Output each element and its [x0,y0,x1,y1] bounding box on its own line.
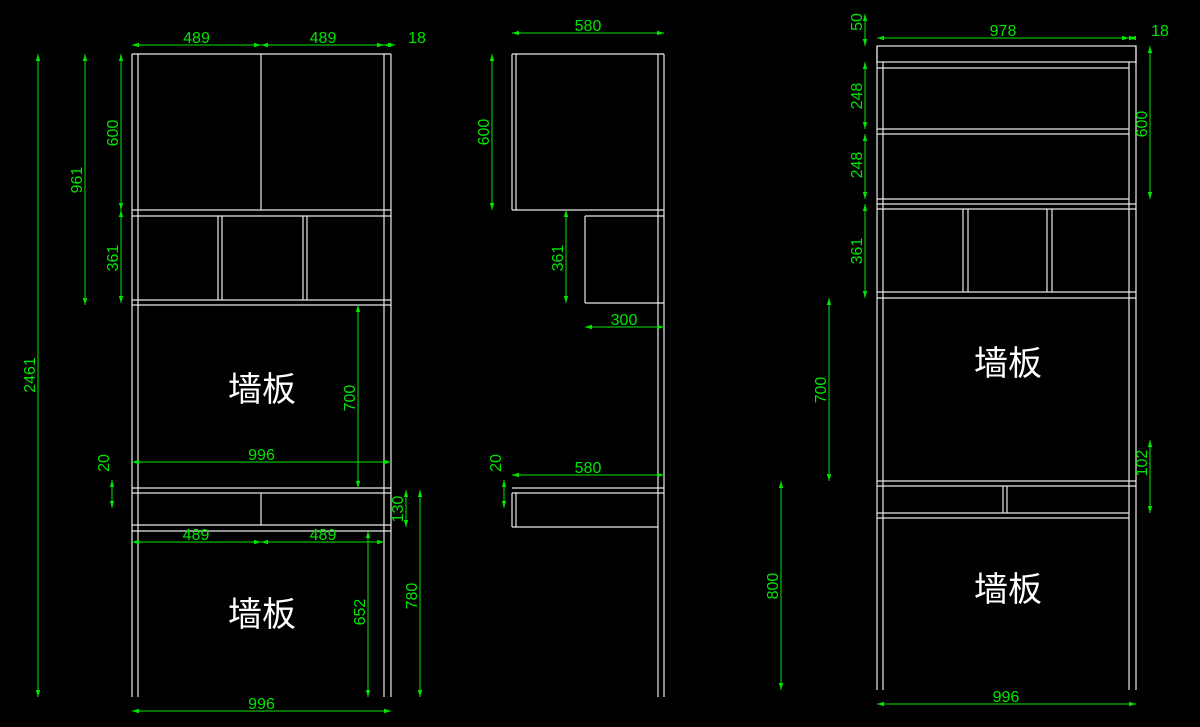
side-shelf-height: 361 [550,210,569,303]
back-side-thickness-label: 18 [1151,23,1169,40]
back-wall-panel-label-lower: 墙板 [974,570,1042,610]
front-total-height: 2461 [22,54,41,697]
side-desk-depth: 580 [512,460,664,478]
front-top-width-right-label: 489 [310,30,337,47]
front-top-width-right: 489 [261,30,384,48]
front-desk-height: 780 [404,490,423,697]
front-desk-top-thickness: 20 [96,454,115,508]
front-drawer-width-left: 489 [132,527,261,545]
side-desk-top-thickness: 20 [488,454,507,508]
side-shelf-depth: 300 [585,312,664,330]
dimension-lines: 489 489 18 600 961 361 2461 700 996 20 130 489 489 65… [22,13,1169,714]
back-top-width-label: 978 [990,23,1017,40]
front-upper-total-height: 961 [69,54,88,305]
front-open-shelf-height: 361 [105,210,124,303]
side-desk-depth-label: 580 [575,460,602,477]
front-desk-width-label: 996 [248,447,275,464]
front-side-thickness: 18 [384,30,426,48]
front-bottom-width-label: 996 [248,696,275,713]
side-structure [511,53,665,697]
front-open-shelf-height-label: 361 [105,245,122,272]
side-upper-height-label: 600 [476,119,493,146]
back-wall-panel-height-label: 700 [813,377,830,404]
back-bottom-width-label: 996 [993,689,1020,706]
back-shelf-upper-label: 248 [849,83,866,110]
front-drawer-width-right: 489 [261,527,384,545]
front-top-width-left: 489 [132,30,261,48]
back-shelf-lower-label: 248 [849,152,866,179]
front-drawer-height-label: 130 [390,496,407,523]
front-side-thickness-label: 18 [408,30,426,47]
front-bottom-width: 996 [132,696,391,714]
side-upper-height: 600 [476,54,495,210]
back-upper-height: 600 [1134,46,1153,199]
back-side-thickness: 18 [1129,23,1169,41]
front-desk-width: 996 [132,447,391,465]
side-top-depth: 580 [512,18,664,36]
front-drawer-width-right-label: 489 [310,527,337,544]
back-structure [876,45,1137,690]
side-shelf-depth-label: 300 [611,312,638,329]
back-top-thickness-label: 50 [849,13,866,31]
back-desk-height: 800 [765,481,784,690]
side-top-depth-label: 580 [575,18,602,35]
side-view [511,53,665,697]
front-upper-door-height: 600 [105,54,124,210]
back-shelf-upper: 248 [849,62,868,129]
side-desk-top-thickness-label: 20 [488,454,505,472]
front-drawer-width-left-label: 489 [183,527,210,544]
back-view: 墙板 墙板 [876,45,1137,690]
back-open-shelf-height: 361 [849,204,868,298]
front-upper-total-height-label: 961 [69,167,86,194]
back-desk-height-label: 800 [765,573,782,600]
front-wall-panel-label-upper: 墙板 [228,370,296,410]
front-wall-panel-height: 700 [342,305,361,488]
side-shelf-height-label: 361 [550,245,567,272]
front-view: 墙板 墙板 [131,53,392,697]
front-desk-top-thickness-label: 20 [96,454,113,472]
back-top-thickness: 50 [849,13,868,46]
back-bottom-width: 996 [877,689,1136,707]
back-drawer-height: 102 [1134,440,1153,513]
front-desk-height-label: 780 [404,583,421,610]
front-structure [131,53,392,697]
front-total-height-label: 2461 [22,357,39,393]
back-drawer-height-label: 102 [1134,450,1151,477]
front-wall-panel-height-label: 700 [342,385,359,412]
back-top-width: 978 [877,23,1129,41]
front-drawer-height: 130 [390,490,409,527]
front-upper-door-height-label: 600 [105,120,122,147]
back-wall-panel-height: 700 [813,298,832,481]
back-wall-panel-label-upper: 墙板 [974,344,1042,384]
front-top-width-left-label: 489 [183,30,210,47]
back-open-shelf-height-label: 361 [849,238,866,265]
back-upper-height-label: 600 [1134,111,1151,138]
back-shelf-lower: 248 [849,134,868,199]
front-wall-panel-label-lower: 墙板 [228,595,296,635]
front-leg-clearance-label: 652 [352,599,369,626]
front-leg-clearance: 652 [352,531,371,697]
